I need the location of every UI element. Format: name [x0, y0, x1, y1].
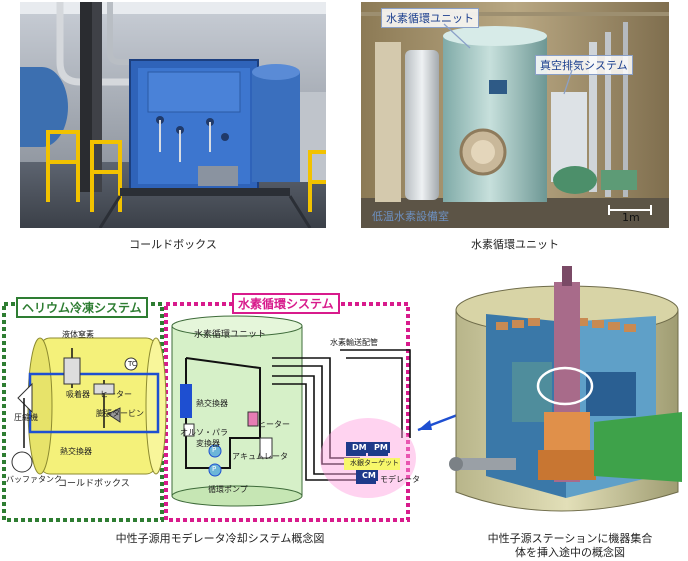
liquid-n2-label: 液体窒素 [62, 330, 94, 339]
h2-heat-exchanger-label: 熱交換器 [196, 399, 228, 408]
helium-heat-exchanger-label: 熱交換器 [60, 447, 92, 456]
target-label: 水銀ターゲット [350, 459, 399, 467]
pump-shape [208, 444, 222, 458]
station-caption-line1: 中性子源ステーションに機器集合 [487, 532, 653, 545]
schematic-caption: 中性子源用モデレータ冷却システム概念図 [115, 532, 325, 545]
converter-label: 変換器 [196, 439, 220, 448]
hydrogen-unit-photo [361, 2, 669, 228]
adsorber-shape [63, 357, 81, 385]
moderator-label: モデレータ [380, 475, 420, 484]
pump-label: 循環ポンプ [208, 485, 248, 494]
turbine-shape [107, 407, 121, 423]
cold-box-photo-art [20, 2, 326, 228]
compressor-label: 圧縮機 [14, 413, 38, 422]
vacuum-system-callout: 真空排気システム [535, 55, 633, 75]
transfer-line-label: 水素輸送配管 [330, 338, 378, 347]
pump-p1-label: P [212, 446, 217, 454]
pump-p2-label: P [212, 465, 217, 473]
buffer-tank-label: バッファタンク [6, 475, 62, 484]
adsorber-label: 吸着器 [66, 390, 90, 399]
station-caption-line2: 体を挿入途中の概念図 [515, 546, 625, 559]
scale-label: 1m [622, 211, 640, 224]
cold-box-shape [39, 337, 157, 475]
hydrogen-unit-caption: 水素循環ユニット [471, 238, 559, 251]
cm-label: CM [360, 470, 378, 481]
cold-box-caption: コールドボックス [129, 238, 217, 251]
dm-label: DM [350, 442, 369, 453]
cryo-room-label: 低温水素設備室 [372, 210, 449, 223]
helium-heater-label: ヒーター [100, 390, 132, 399]
hydrogen-unit-callout: 水素循環ユニット [381, 8, 479, 28]
heater-shape [93, 383, 115, 395]
buffer-tank-shape [11, 451, 33, 473]
compressor-shape [17, 382, 33, 414]
tc-label: TC [128, 360, 137, 368]
h2-heat-exchanger-shape [180, 384, 192, 418]
expansion-turbine-label: 膨張タービン [96, 409, 144, 418]
accumulator-label: アキュムレータ [232, 452, 288, 461]
h2-heater-label: ヒーター [258, 420, 290, 429]
ortho-para-label: オルソ・パラ [180, 428, 228, 437]
cold-box-label: コールドボックス [58, 479, 130, 489]
hydrogen-system-title: 水素循環システム [232, 293, 340, 314]
pm-label: PM [372, 442, 390, 453]
hydrogen-unit-photo-art [361, 2, 669, 228]
h2-unit-label: 水素循環ユニット [194, 330, 267, 340]
cold-box-photo [20, 2, 326, 228]
vacuum-leader-line [563, 69, 573, 95]
station-illustration [417, 266, 682, 512]
helium-system-title: ヘリウム冷凍システム [16, 297, 148, 318]
hydrogen-unit-leader-line [443, 23, 471, 49]
